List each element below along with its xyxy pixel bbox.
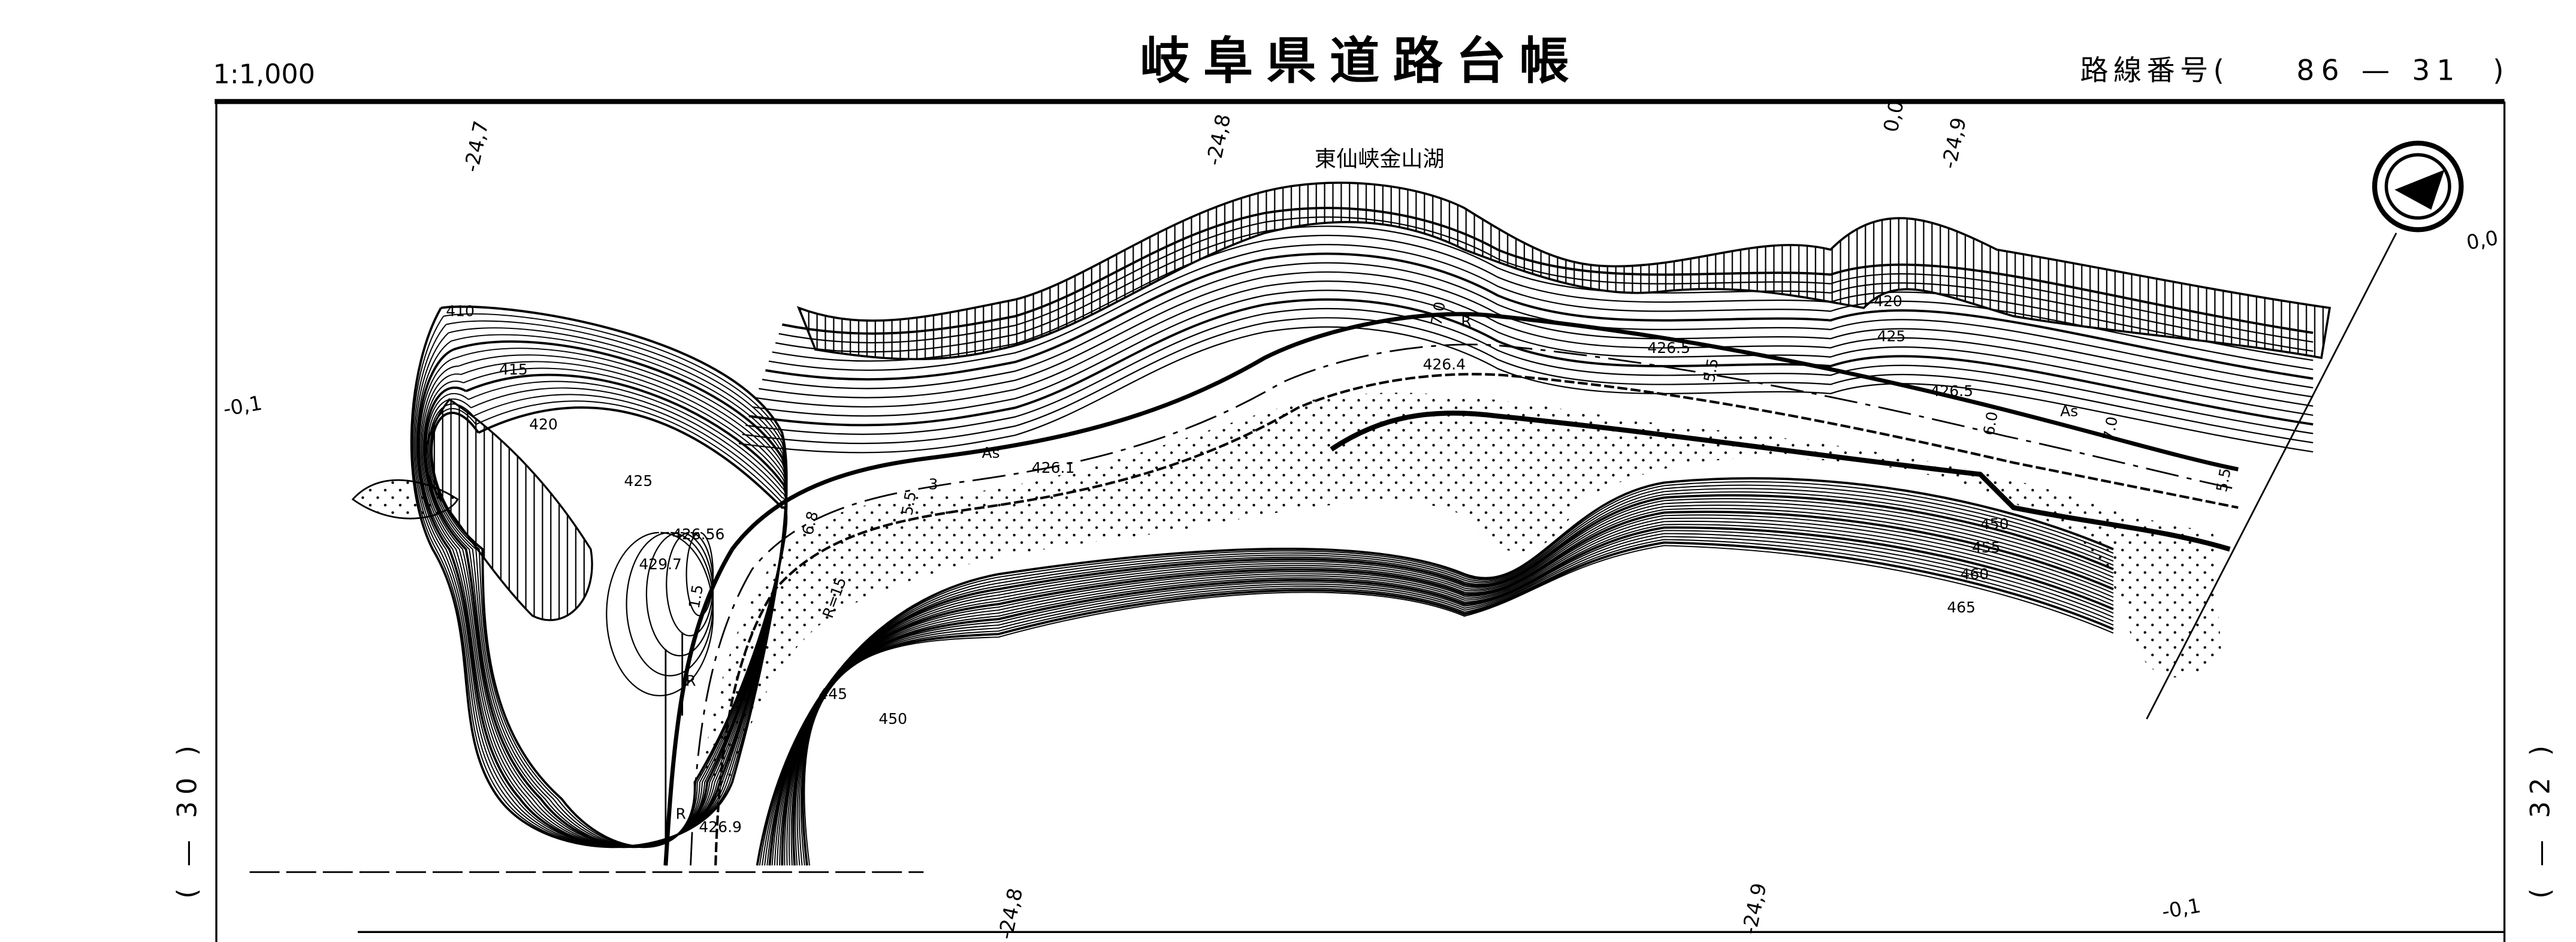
contour-line: [606, 532, 714, 697]
contour-line: [738, 326, 2314, 454]
contour-lines: [410, 207, 2314, 866]
width-label: 7.0: [1427, 300, 1448, 327]
elevation-label: 426.4: [1423, 356, 1466, 373]
contour-label: 410: [446, 303, 475, 320]
contour-line: [795, 530, 2114, 866]
contour-label: 455: [1972, 539, 2001, 556]
contour-line: [626, 532, 714, 677]
surface-label: As: [2060, 402, 2078, 419]
curve-label: R: [676, 805, 686, 822]
contour-line: [752, 289, 2314, 417]
contour-label: 425: [624, 472, 653, 490]
width-label: 5.5: [1701, 357, 1722, 384]
contour-line: [781, 207, 2314, 335]
elevation-label: 426.1: [1032, 459, 1075, 476]
contour-label: 465: [1947, 599, 1976, 616]
contour-line: [801, 541, 2114, 866]
contour-label: 420: [1874, 292, 1902, 310]
contour-line: [755, 280, 2314, 408]
contour-label: 450: [878, 710, 907, 727]
contour-label: 445: [819, 686, 847, 703]
elevation-label: 426.5: [1930, 382, 1973, 400]
contour-line: [666, 532, 714, 637]
elevation-label: 426.56: [672, 526, 724, 543]
contour-line: [786, 517, 2114, 866]
contour-line: [742, 317, 2314, 445]
contour-label: 415: [499, 361, 528, 378]
contour-line: [804, 545, 2114, 866]
contour-line: [784, 514, 2114, 866]
contour-line: [798, 536, 2114, 866]
contour-line: [775, 225, 2314, 353]
width-label: 3: [929, 476, 938, 493]
sand-area: [351, 479, 459, 520]
contour-line: [759, 481, 2114, 866]
contour-line: [765, 252, 2314, 381]
lake-name: 東仙峡金山湖: [1315, 146, 1445, 172]
station-label: -24,7: [460, 119, 493, 174]
contour-label: 420: [529, 416, 558, 433]
contour-line: [764, 488, 2114, 866]
elevation-label: 426.9: [699, 819, 742, 836]
contour-line: [745, 308, 2314, 435]
contour-labels: 410 415 420 425 445 450 420 425 450 455 …: [446, 292, 2009, 727]
contour-line: [781, 511, 2114, 866]
width-label: 5.5: [898, 490, 919, 517]
station-label: -24,8: [993, 886, 1027, 941]
contour-label: 450: [1980, 515, 2009, 533]
station-label: -24,9: [1937, 116, 1971, 171]
contour-line: [778, 216, 2314, 344]
right-sheet-ref: ( — 32 ): [2526, 739, 2556, 899]
surface-label: As: [982, 444, 1000, 461]
contour-line: [776, 505, 2114, 866]
road-edge-south: [714, 373, 2239, 866]
contour-line: [774, 501, 2114, 866]
contour-line: [762, 262, 2314, 390]
road-annotations: As As R R R R=15 5.5 3 6.8 7.0 5.5 6.0 7…: [676, 300, 2234, 822]
retaining-wall: [1330, 410, 2231, 552]
width-label: 6.0: [1980, 410, 2001, 437]
station-label: -24,8: [1201, 112, 1235, 167]
north-arrow-icon: [2372, 140, 2464, 233]
road-edge-north: [663, 312, 2239, 866]
curve-label: R: [685, 672, 696, 689]
contour-line: [756, 477, 2114, 866]
contour-line: [792, 526, 2114, 866]
width-label: 5.5: [2213, 467, 2234, 493]
width-label: 7.0: [2100, 415, 2121, 442]
road-centerline: [690, 343, 2239, 866]
contour-line: [789, 521, 2114, 866]
left-sheet-ref: ( — 30 ): [173, 739, 203, 899]
contour-line: [645, 532, 714, 657]
contour-line: [768, 494, 2114, 866]
page-title: 岐阜県道路台帳: [1140, 32, 1583, 90]
contour-label: 425: [1877, 327, 1906, 345]
curve-label: R: [1461, 312, 1471, 330]
station-label: -0,1: [2160, 893, 2203, 923]
spot-elevations: 426.56 429.7 426.1 426.4 426.5 426.5 426…: [639, 339, 1973, 836]
station-label: -0,1: [222, 391, 264, 421]
contour-line: [761, 484, 2114, 866]
station-label: -24,9: [1738, 881, 1771, 936]
contour-line: [772, 234, 2314, 362]
width-label: 1.5: [685, 583, 706, 609]
contour-line: [771, 498, 2114, 866]
route-number: 86 — 31: [2296, 54, 2461, 87]
station-marks: -24,7 -24,8 0,0 -24,9 0,0 -0,1 -24,8 -24…: [222, 98, 2500, 941]
elevation-label: 426.5: [1647, 339, 1690, 357]
road: [663, 312, 2239, 866]
contour-line: [759, 271, 2314, 398]
contour-label: 460: [1960, 566, 1989, 583]
route-close: ): [2493, 54, 2503, 87]
contour-line: [768, 244, 2314, 371]
route-label: 路線番号(: [2080, 54, 2229, 87]
contour-line: [796, 533, 2114, 866]
elevation-label: 429.7: [639, 555, 682, 573]
scale-label: 1:1,000: [213, 59, 315, 90]
guardrail: [665, 632, 684, 866]
station-label: 0,0: [2465, 226, 2500, 255]
